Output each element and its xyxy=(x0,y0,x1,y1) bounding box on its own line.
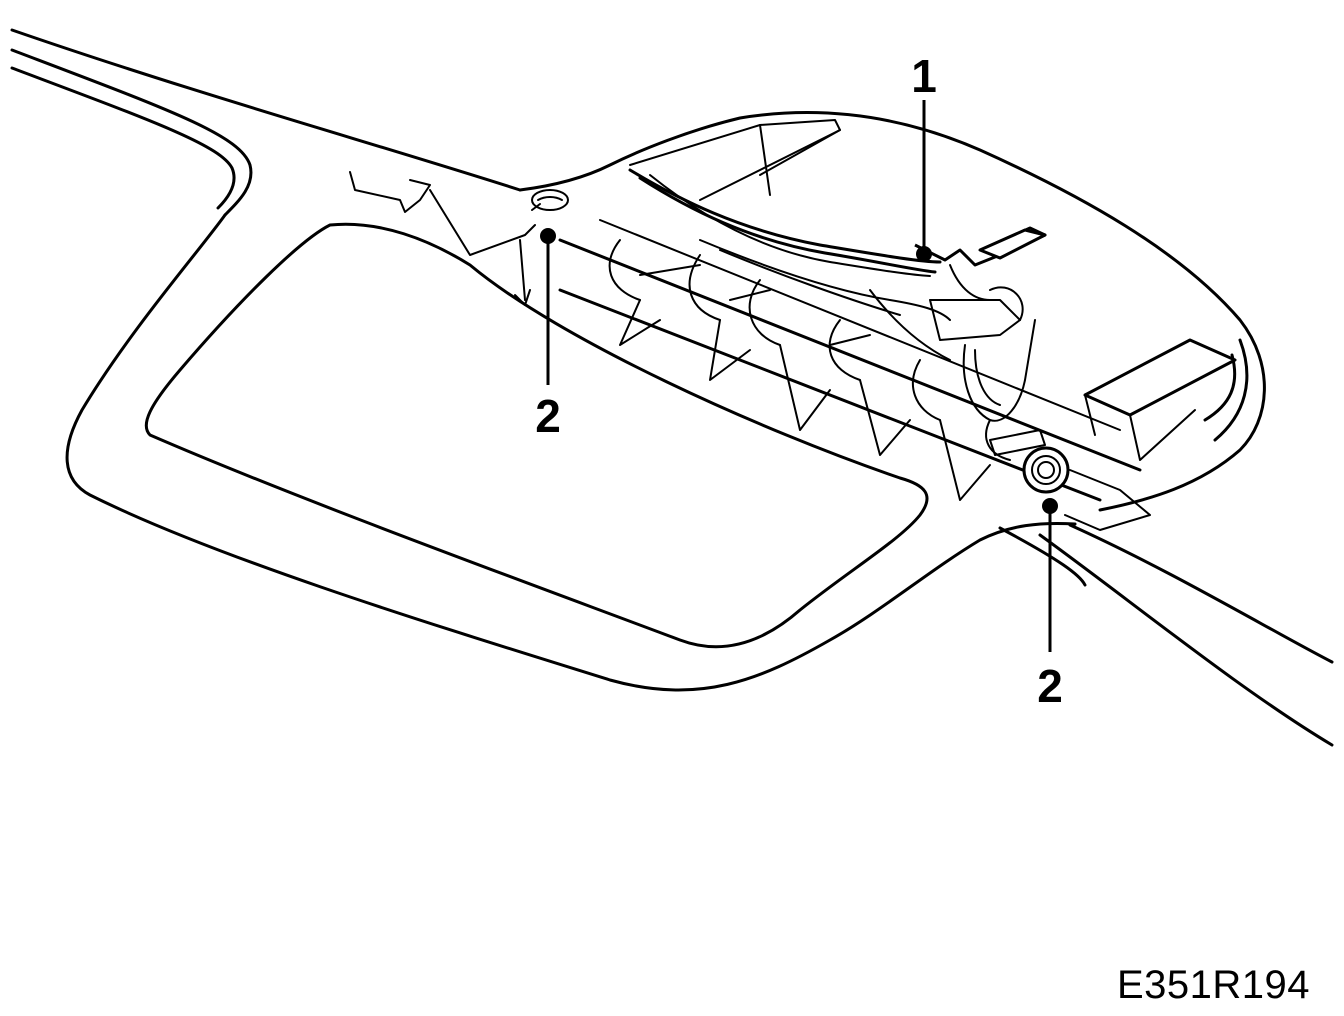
wiring-connector xyxy=(914,226,1047,456)
figure-reference-code: E351R194 xyxy=(1116,963,1310,1007)
callout-2-left-label: 2 xyxy=(535,390,561,442)
sun-visor-body xyxy=(65,213,1077,692)
wiring-harness xyxy=(628,168,951,361)
callout-2-left: 2 xyxy=(535,228,561,442)
visor-hinge-rod xyxy=(558,219,1142,502)
headlining-edge-lower xyxy=(998,523,1334,747)
visor-mounting-bracket xyxy=(349,111,1266,512)
callout-2-right-label: 2 xyxy=(1037,660,1063,712)
fixing-screw-right xyxy=(1022,446,1151,531)
fixing-screw-left xyxy=(531,189,569,211)
headlining-edge-upper xyxy=(10,28,522,217)
callout-1-label: 1 xyxy=(911,50,937,102)
callout-1: 1 xyxy=(911,50,937,262)
callout-2-right: 2 xyxy=(1037,498,1063,712)
